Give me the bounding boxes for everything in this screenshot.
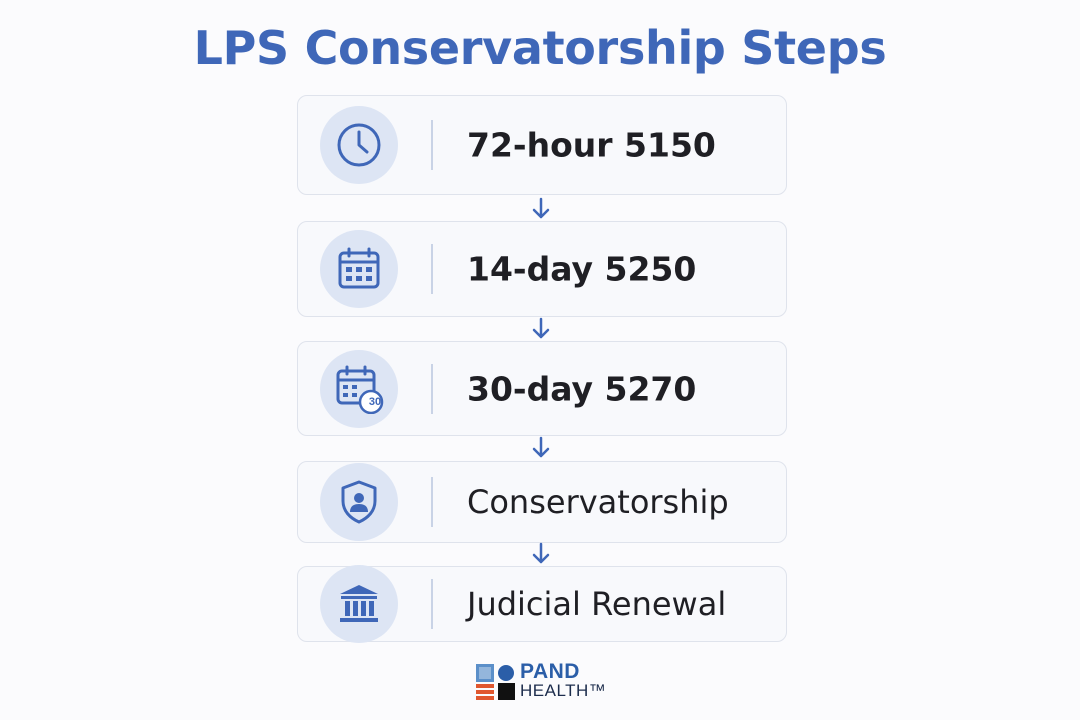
arrow-down-icon [532, 317, 550, 339]
step-divider [431, 363, 433, 414]
courthouse-icon-circle [320, 565, 398, 643]
logo-text-health: HEALTH™ [520, 681, 607, 700]
step-label: Judicial Renewal [467, 585, 727, 623]
courthouse-icon [340, 585, 378, 622]
shield-person-icon [341, 480, 377, 524]
step-label: 72-hour 5150 [467, 125, 716, 165]
calendar-30-icon [336, 365, 384, 414]
step-label: 14-day 5250 [467, 249, 697, 289]
step-label: 30-day 5270 [467, 369, 697, 408]
page-title: LPS Conservatorship Steps [193, 21, 887, 75]
step-label: Conservatorship [467, 483, 729, 521]
logo-mark-icon [476, 664, 515, 700]
step-conservatorship: Conservatorship [297, 461, 787, 543]
arrow-down-icon [532, 436, 550, 458]
calendar-icon [338, 247, 380, 289]
step-30-day-5270: 30 30-day 5270 [297, 341, 787, 436]
arrow-down-icon [532, 197, 550, 219]
step-judicial-renewal: Judicial Renewal [297, 565, 787, 643]
clock-icon [337, 123, 381, 167]
calendar-icon-circle [320, 230, 398, 308]
calendar-badge-30: 30 [368, 395, 382, 408]
calendar-30-icon-circle: 30 [320, 349, 398, 428]
step-14-day-5250: 14-day 5250 [297, 221, 787, 317]
step-72-hour-5150: 72-hour 5150 [297, 95, 787, 195]
pand-health-logo: PAND HEALTH™ [476, 660, 626, 702]
step-divider [431, 120, 433, 170]
step-divider [431, 579, 433, 629]
logo-text-pand: PAND [520, 660, 580, 683]
clock-icon-circle [320, 106, 398, 184]
step-divider [431, 244, 433, 294]
arrow-down-icon [532, 542, 550, 564]
shield-person-icon-circle [320, 463, 398, 541]
step-divider [431, 477, 433, 527]
